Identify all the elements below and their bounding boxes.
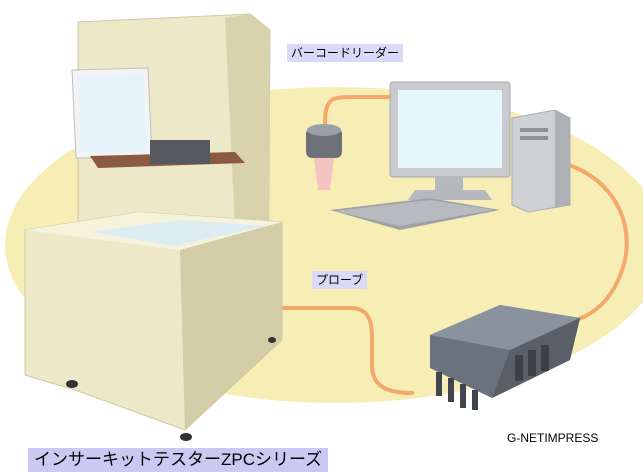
cables	[268, 95, 629, 395]
probe-label: プローブ	[312, 271, 368, 289]
barcode-reader-label: バーコードリーダー	[287, 44, 404, 62]
tester-machine	[24, 13, 283, 441]
g-netimpress-label: G-NETIMPRESS	[507, 431, 599, 445]
tester-series-label: インサーキットテスターZPCシリーズ	[28, 448, 329, 472]
g-netimpress-device	[430, 305, 580, 410]
barcode-reader	[306, 124, 342, 190]
computer	[330, 81, 571, 230]
